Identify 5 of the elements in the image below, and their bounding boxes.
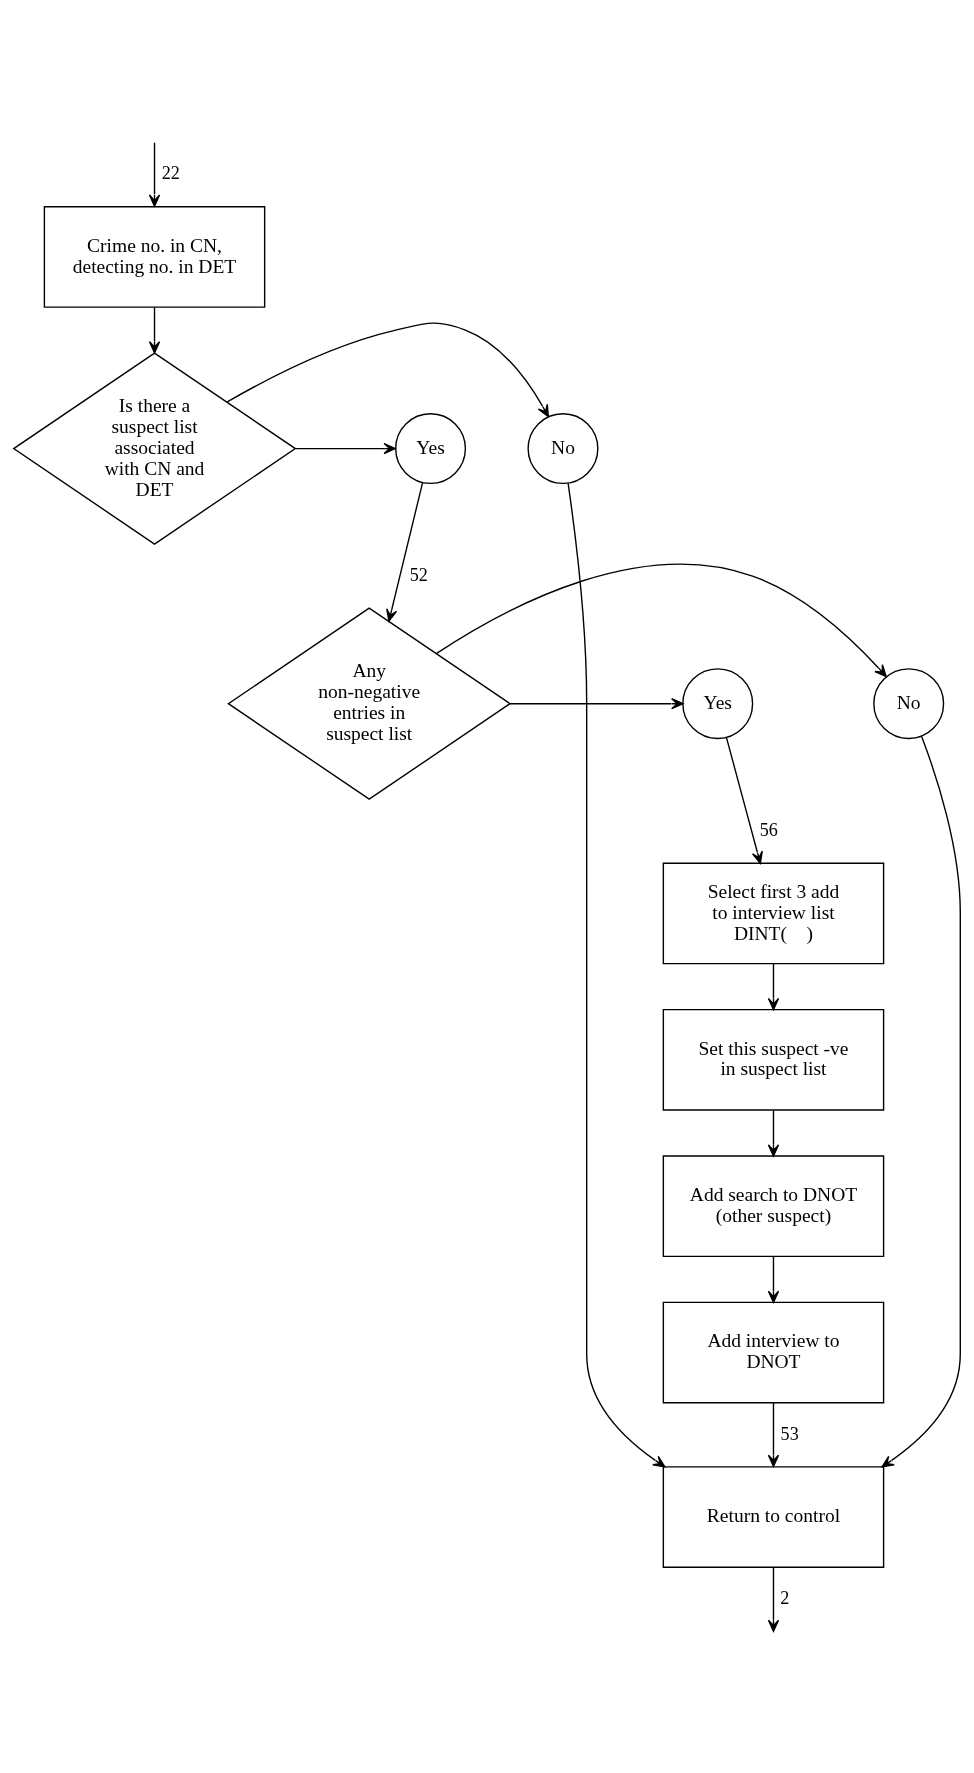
edge-label: 56: [759, 819, 778, 840]
edge-label: 2: [780, 1587, 790, 1608]
edge-label: 53: [780, 1423, 799, 1444]
edge-label: 22: [161, 162, 180, 183]
edge-label: 52: [409, 564, 428, 585]
